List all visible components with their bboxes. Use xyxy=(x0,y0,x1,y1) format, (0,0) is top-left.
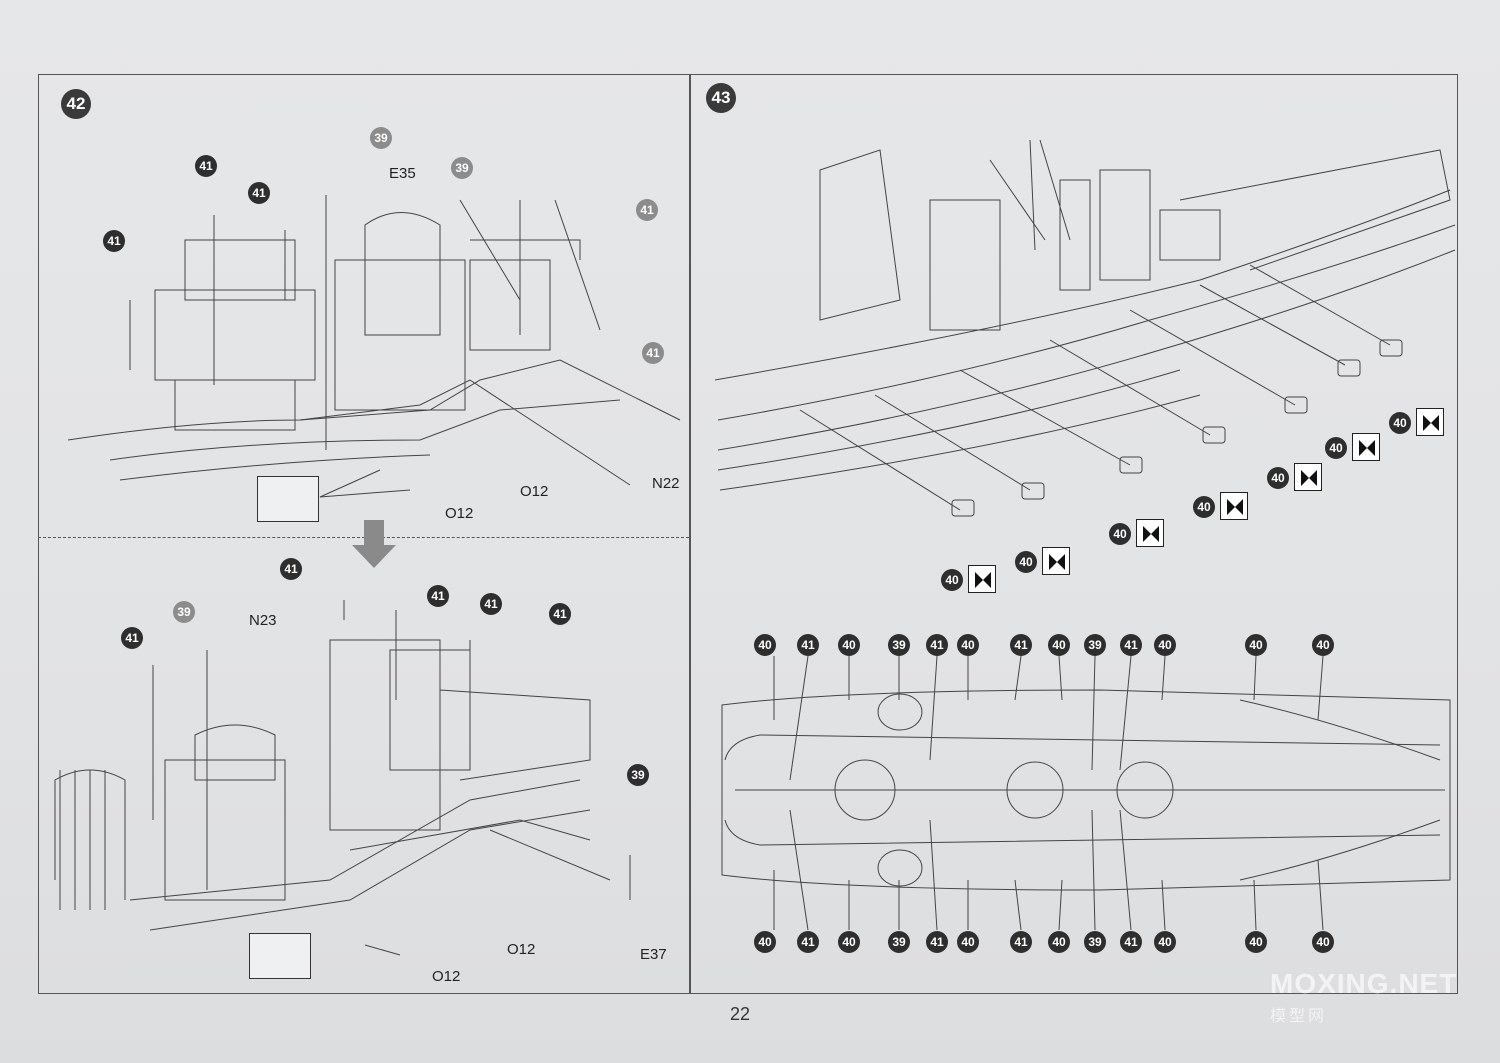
paint-badge: 41 xyxy=(427,585,449,607)
paint-badge: 40 xyxy=(1245,634,1267,656)
flag-marking-icon xyxy=(1416,408,1444,436)
paint-badge: 41 xyxy=(797,634,819,656)
paint-badge: 41 xyxy=(195,155,217,177)
detail-inset xyxy=(257,476,319,522)
paint-badge: 41 xyxy=(636,199,658,221)
paint-badge: 39 xyxy=(173,601,195,623)
paint-badge: 39 xyxy=(888,634,910,656)
flag-marking-icon xyxy=(1136,519,1164,547)
paint-badge: 40 xyxy=(1325,437,1347,459)
paint-badge: 41 xyxy=(248,182,270,204)
paint-badge: 40 xyxy=(1312,634,1334,656)
paint-badge: 40 xyxy=(957,634,979,656)
paint-badge: 41 xyxy=(549,603,571,625)
page-frame xyxy=(38,74,1458,994)
page-number: 22 xyxy=(730,1004,751,1024)
panel-divider-dashed xyxy=(38,537,689,538)
paint-badge: 39 xyxy=(888,931,910,953)
part-label: O12 xyxy=(445,505,474,522)
panel-divider-vertical xyxy=(689,74,691,994)
flag-marking-icon xyxy=(1352,433,1380,461)
paint-badge: 40 xyxy=(1193,496,1215,518)
down-arrow-icon xyxy=(352,520,396,568)
paint-badge: 40 xyxy=(941,569,963,591)
flag-marking-icon xyxy=(1294,463,1322,491)
flag-marking-icon xyxy=(1220,492,1248,520)
paint-badge: 40 xyxy=(1267,467,1289,489)
paint-badge: 39 xyxy=(1084,931,1106,953)
paint-badge: 39 xyxy=(370,127,392,149)
paint-badge: 40 xyxy=(1154,931,1176,953)
paint-badge: 41 xyxy=(1010,634,1032,656)
part-label: O12 xyxy=(432,968,461,985)
part-label: E37 xyxy=(640,946,667,963)
part-label: O12 xyxy=(507,941,536,958)
paint-badge: 39 xyxy=(1084,634,1106,656)
paint-badge: 40 xyxy=(1048,634,1070,656)
step-42-number: 42 xyxy=(61,89,91,119)
paint-badge: 40 xyxy=(1015,551,1037,573)
paint-badge: 40 xyxy=(838,634,860,656)
part-label: N22 xyxy=(652,475,680,492)
paint-badge: 40 xyxy=(1048,931,1070,953)
paint-badge: 40 xyxy=(957,931,979,953)
paint-badge: 40 xyxy=(1312,931,1334,953)
flag-marking-icon xyxy=(1042,547,1070,575)
watermark: MOXING.NET xyxy=(1270,968,1458,999)
paint-badge: 41 xyxy=(797,931,819,953)
paint-badge: 39 xyxy=(627,764,649,786)
paint-badge: 41 xyxy=(1120,634,1142,656)
paint-badge: 41 xyxy=(121,627,143,649)
paint-badge: 39 xyxy=(451,157,473,179)
paint-badge: 40 xyxy=(754,931,776,953)
paint-badge: 41 xyxy=(926,634,948,656)
flag-marking-icon xyxy=(968,565,996,593)
detail-inset xyxy=(249,933,311,979)
part-label: O12 xyxy=(520,483,549,500)
paint-badge: 41 xyxy=(280,558,302,580)
step-43-number: 43 xyxy=(706,83,736,113)
paint-badge: 41 xyxy=(103,230,125,252)
paint-badge: 41 xyxy=(480,593,502,615)
paint-badge: 40 xyxy=(1109,523,1131,545)
paint-badge: 40 xyxy=(1245,931,1267,953)
paint-badge: 40 xyxy=(838,931,860,953)
paint-badge: 40 xyxy=(1389,412,1411,434)
paint-badge: 41 xyxy=(926,931,948,953)
part-label: E35 xyxy=(389,165,416,182)
paint-badge: 40 xyxy=(1154,634,1176,656)
paint-badge: 40 xyxy=(754,634,776,656)
paint-badge: 41 xyxy=(1120,931,1142,953)
watermark-subtitle: 模型网 xyxy=(1270,1008,1328,1025)
part-label: N23 xyxy=(249,612,277,629)
paint-badge: 41 xyxy=(642,342,664,364)
paint-badge: 41 xyxy=(1010,931,1032,953)
